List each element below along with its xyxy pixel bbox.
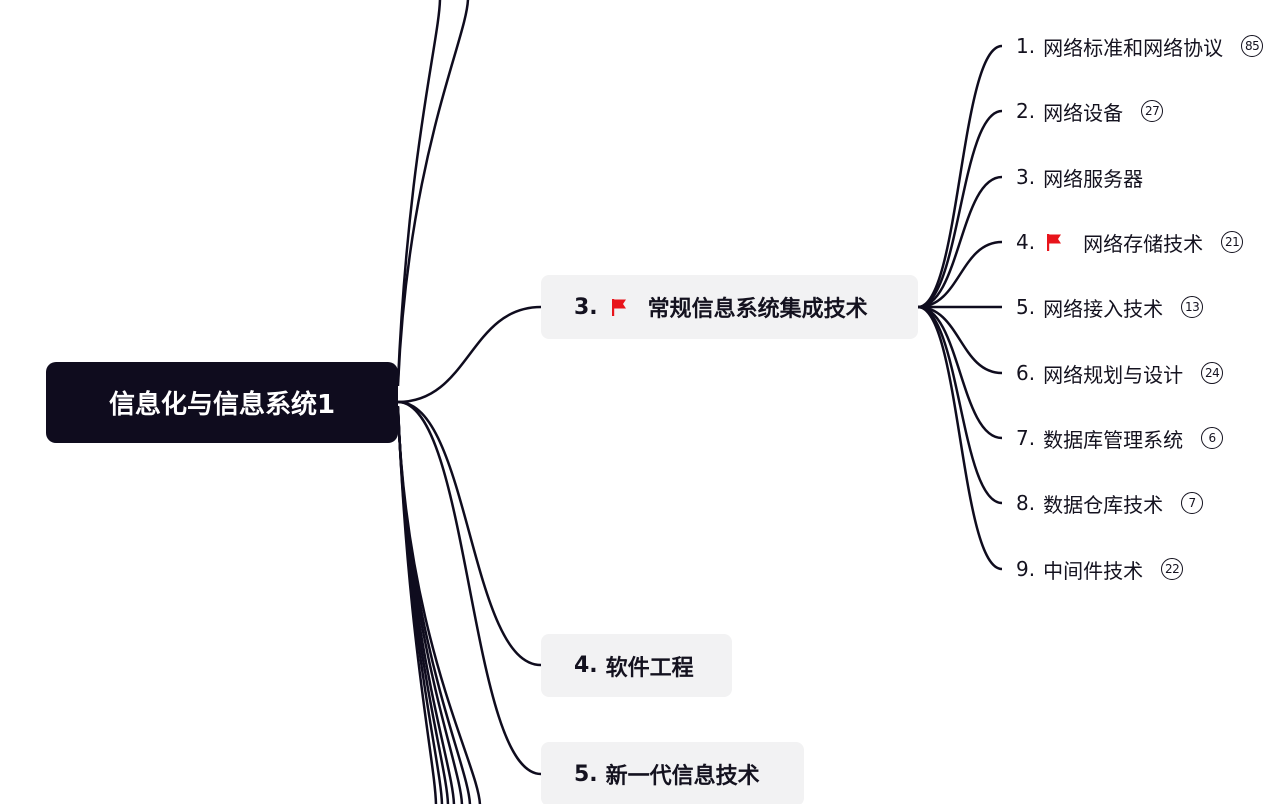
leaf-topic-data-warehouse[interactable]: 8. 数据仓库技术 7 [1016, 488, 1204, 518]
count-badge: 24 [1201, 362, 1224, 384]
connector-root-to-offscreen-down-7 [396, 411, 482, 804]
branch-label: 常规信息系统集成技术 [647, 297, 868, 322]
leaf-number: 6. [1016, 361, 1036, 385]
count-badge: 6 [1201, 427, 1224, 449]
root-topic-label: 信息化与信息系统1 [108, 390, 336, 420]
count-badge: 27 [1141, 100, 1164, 122]
leaf-topic-network-access[interactable]: 5. 网络接入技术 13 [1016, 292, 1204, 322]
leaf-label: 网络接入技术 [1043, 296, 1164, 321]
branch-topic-new-gen-it[interactable]: 5. 新一代信息技术 [541, 742, 804, 804]
branch-number: 5. [574, 761, 598, 787]
leaf-label: 网络存储技术 [1083, 231, 1204, 256]
connector-branch-3-to-leaf-3 [917, 175, 1003, 309]
branch-topic-software-engineering[interactable]: 4. 软件工程 [541, 634, 732, 697]
branch-number: 4. [574, 653, 598, 678]
count-badge: 7 [1181, 492, 1204, 514]
branch-topic-integration-tech[interactable]: 3. 常规信息系统集成技术 [541, 275, 918, 339]
leaf-number: 8. [1016, 491, 1036, 515]
connector-root-to-offscreen-down-4 [396, 408, 456, 804]
red-flag-icon [1047, 234, 1062, 251]
leaf-topic-network-devices[interactable]: 2. 网络设备 27 [1016, 96, 1164, 126]
count-badge: 85 [1241, 35, 1264, 57]
leaf-label: 网络规划与设计 [1043, 362, 1184, 387]
connector-branch-3-to-leaf-2 [917, 109, 1003, 309]
leaf-label: 数据库管理系统 [1043, 427, 1184, 452]
leaf-label: 网络服务器 [1043, 166, 1144, 191]
leaf-label: 网络标准和网络协议 [1043, 35, 1224, 60]
connector-branch-3-to-leaf-9 [917, 305, 1003, 571]
connector-branch-3-to-leaf-8 [917, 305, 1003, 505]
branch-label: 软件工程 [605, 655, 694, 681]
connector-branch-3-to-leaf-4 [917, 240, 1003, 309]
connector-branch-3-to-leaf-6 [917, 305, 1003, 375]
connector-branch-3-to-leaf-7 [917, 305, 1003, 440]
connector-root-to-branch-5 [397, 400, 542, 776]
leaf-label: 中间件技术 [1043, 558, 1144, 583]
connector-root-to-offscreen-up-2 [396, 0, 470, 387]
leaf-topic-network-standards[interactable]: 1. 网络标准和网络协议 85 [1016, 31, 1264, 61]
leaf-number: 7. [1016, 426, 1036, 450]
leaf-label: 数据仓库技术 [1043, 492, 1164, 517]
leaf-number: 1. [1016, 34, 1036, 58]
branch-number: 3. [574, 294, 598, 320]
count-badge: 13 [1181, 296, 1204, 318]
leaf-number: 3. [1016, 165, 1036, 189]
connector-branch-3-to-leaf-1 [917, 44, 1003, 309]
connector-root-to-offscreen-up-1 [396, 0, 442, 383]
leaf-label: 网络设备 [1043, 100, 1124, 125]
leaf-number: 2. [1016, 99, 1036, 123]
leaf-topic-network-planning[interactable]: 6. 网络规划与设计 24 [1016, 358, 1224, 388]
branch-label: 新一代信息技术 [605, 764, 760, 789]
root-topic[interactable]: 信息化与信息系统1 [46, 362, 398, 443]
connector-root-to-branch-4 [397, 400, 542, 667]
count-badge: 21 [1221, 231, 1244, 253]
leaf-topic-network-servers[interactable]: 3. 网络服务器 [1016, 162, 1143, 192]
leaf-topic-network-storage[interactable]: 4. 网络存储技术 21 [1016, 227, 1244, 257]
leaf-topic-middleware[interactable]: 9. 中间件技术 22 [1016, 554, 1184, 584]
count-badge: 22 [1161, 558, 1184, 580]
leaf-number: 9. [1016, 557, 1036, 581]
red-flag-icon [611, 299, 626, 316]
leaf-topic-dbms[interactable]: 7. 数据库管理系统 6 [1016, 423, 1224, 453]
leaf-number: 5. [1016, 295, 1036, 319]
connector-root-to-branch-3 [397, 305, 542, 404]
leaf-number: 4. [1016, 230, 1036, 254]
